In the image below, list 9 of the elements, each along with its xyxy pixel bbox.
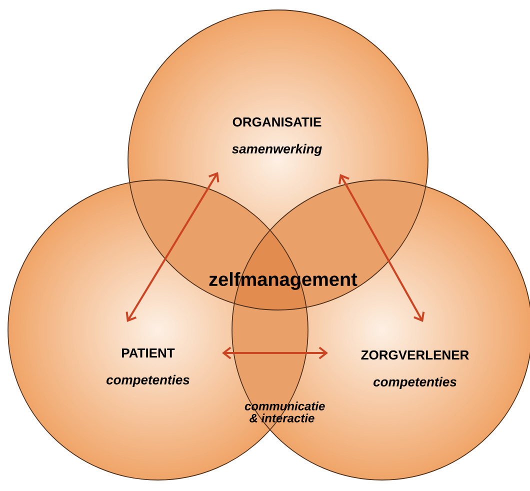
heading: PATIENT: [122, 348, 175, 358]
subtitle: competenties: [374, 376, 456, 390]
subtitle: competenties: [106, 374, 190, 388]
subtitle: samenwerking: [232, 144, 322, 156]
heading: ORGANISATIE: [232, 117, 322, 127]
double-arrow: [126, 172, 220, 322]
double-arrow: [222, 346, 328, 360]
heading: ZORGVERLENER: [361, 350, 469, 360]
double-arrow: [338, 174, 425, 322]
